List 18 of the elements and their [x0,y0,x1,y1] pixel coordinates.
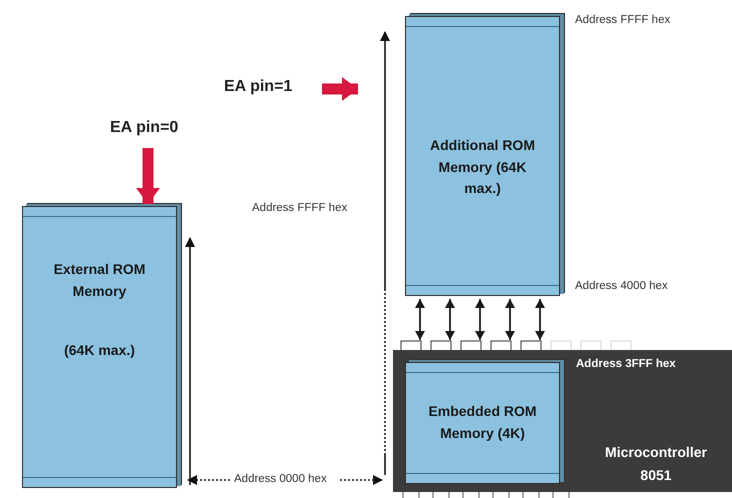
address-label: Address 3FFF hex [575,358,677,370]
memory-label: External ROM Memory [52,260,146,301]
arrow [475,299,485,340]
memory-label: Additional ROM Memory (64K max.) [429,136,536,198]
arrow [445,299,455,340]
address-label: Address 0000 hex [232,473,329,485]
address-label: Address FFFF hex [574,14,672,26]
arrow [415,299,425,340]
chip-label: Microcontroller 8051 [604,443,708,485]
address-label: EA pin=0 [109,119,180,137]
address-label: EA pin=1 [223,78,294,96]
address-label: Address FFFF hex [251,202,348,214]
arrow [136,148,160,204]
memory-label: Embedded ROM Memory (4K) [427,402,538,443]
address-label: Address 4000 hex [574,280,669,292]
memory-label: (64K max.) [63,341,136,360]
arrow [505,299,515,340]
arrow [535,299,545,340]
